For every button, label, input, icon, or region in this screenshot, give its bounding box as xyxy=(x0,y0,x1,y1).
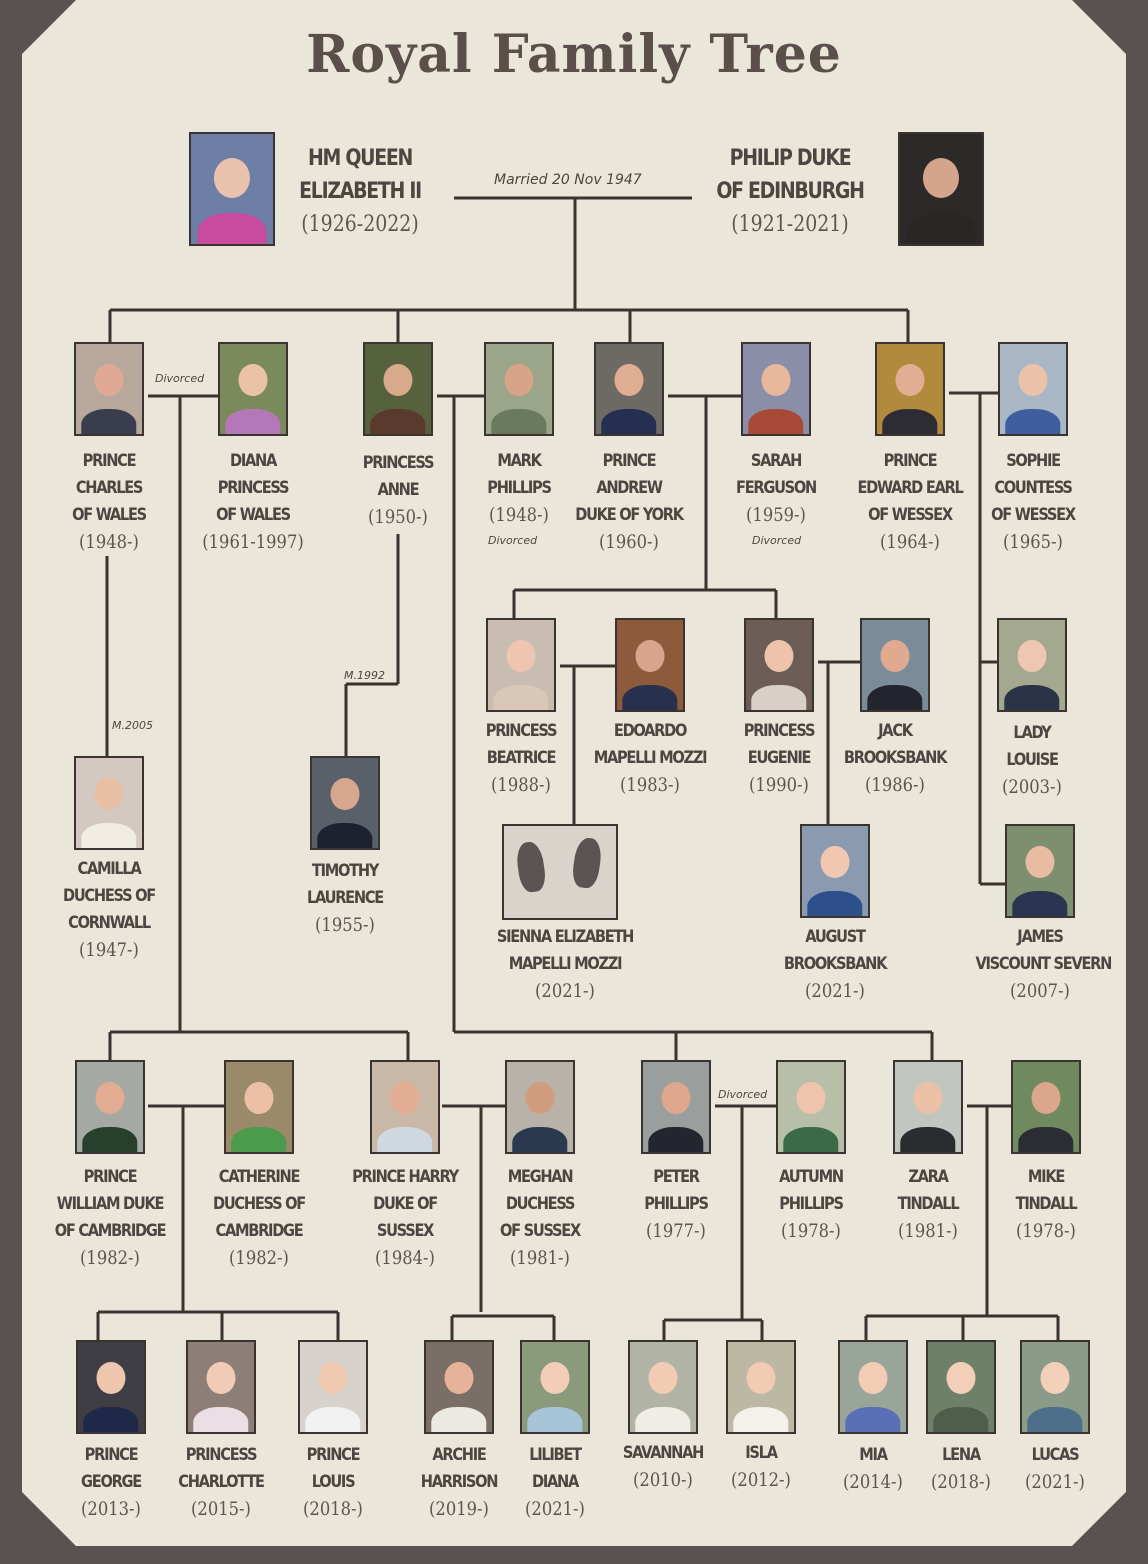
elizabeth-portrait xyxy=(189,132,275,246)
james-portrait xyxy=(1005,824,1075,918)
anne-portrait xyxy=(363,342,433,436)
mark-divorced-note: Divorced xyxy=(488,534,538,547)
louis-portrait xyxy=(298,1340,368,1434)
lilibet-portrait xyxy=(520,1340,590,1434)
anne-timothy-married-note: M.1992 xyxy=(344,669,385,682)
sophie-portrait xyxy=(998,342,1068,436)
mia-portrait xyxy=(838,1340,908,1434)
archie-portrait xyxy=(424,1340,494,1434)
mark-portrait xyxy=(484,342,554,436)
peter-portrait xyxy=(641,1060,711,1154)
harry-portrait xyxy=(370,1060,440,1154)
lucas-portrait xyxy=(1020,1340,1090,1434)
charlotte-portrait xyxy=(186,1340,256,1434)
charles-diana-divorced-note: Divorced xyxy=(155,372,205,385)
andrew-portrait xyxy=(594,342,664,436)
philip-portrait xyxy=(898,132,984,246)
lena-label: LENA(2018-) xyxy=(931,1445,991,1493)
married-note: Married 20 Nov 1947 xyxy=(494,172,642,188)
mike-portrait xyxy=(1011,1060,1081,1154)
jack-portrait xyxy=(860,618,930,712)
louise-portrait xyxy=(997,618,1067,712)
footprints-photo xyxy=(502,824,618,920)
camilla-portrait xyxy=(74,756,144,850)
peter-autumn-divorced-note: Divorced xyxy=(718,1088,768,1101)
left-footprint-icon xyxy=(514,840,548,894)
isla-portrait xyxy=(726,1340,796,1434)
sarah-divorced-note: Divorced xyxy=(752,534,802,547)
william-portrait xyxy=(75,1060,145,1154)
george-portrait xyxy=(76,1340,146,1434)
edoardo-portrait xyxy=(615,618,685,712)
charles-camilla-married-note: M.2005 xyxy=(112,719,153,732)
beatrice-portrait xyxy=(486,618,556,712)
august-portrait xyxy=(800,824,870,918)
isla-label: ISLA(2012-) xyxy=(731,1443,791,1491)
edward-portrait xyxy=(875,342,945,436)
eugenie-portrait xyxy=(744,618,814,712)
timothy-portrait xyxy=(310,756,380,850)
diana-portrait xyxy=(218,342,288,436)
page-title: Royal Family Tree xyxy=(306,24,842,85)
lucas-label: LUCAS(2021-) xyxy=(1025,1445,1085,1493)
sarah-portrait xyxy=(741,342,811,436)
lena-portrait xyxy=(926,1340,996,1434)
meghan-portrait xyxy=(505,1060,575,1154)
savannah-label: SAVANNAH(2010-) xyxy=(622,1443,704,1491)
mia-label: MIA(2014-) xyxy=(843,1445,903,1493)
right-footprint-icon xyxy=(570,836,604,890)
catherine-portrait xyxy=(224,1060,294,1154)
zara-portrait xyxy=(893,1060,963,1154)
charles-portrait xyxy=(74,342,144,436)
autumn-portrait xyxy=(776,1060,846,1154)
savannah-portrait xyxy=(628,1340,698,1434)
